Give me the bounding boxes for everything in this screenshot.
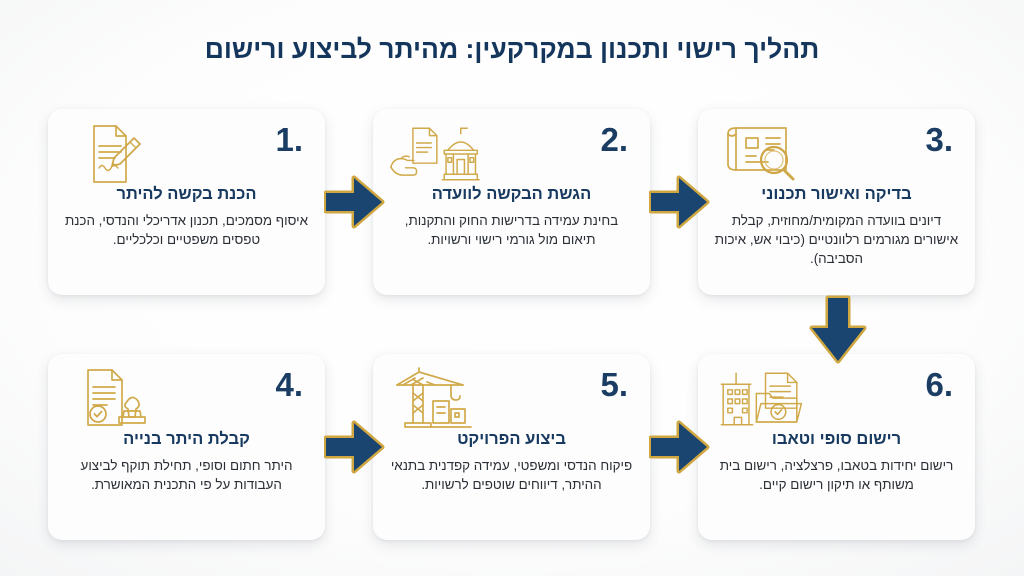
- arrow-step4-to-step5: [324, 416, 386, 478]
- step-card-4: 4. קבלת היתר בנייה היתר חתום וסופי, תחיל…: [48, 354, 325, 540]
- arrow-step3-to-step6: [802, 295, 874, 367]
- arrow-step5-to-step6: [649, 416, 711, 478]
- document-pen-icon: [64, 120, 156, 188]
- step-title-6: רישום סופי וטאבו: [771, 430, 902, 448]
- step-body-3: דיונים בוועדה המקומית/מחוזית, קבלת אישור…: [714, 213, 959, 267]
- step-title-1: הכנת בקשה להיתר: [116, 185, 257, 203]
- step-title-3: בדיקה ואישור תכנוני: [761, 185, 912, 203]
- step-body-6: רישום יחידות בטאבו, פרצלציה, רישום בית מ…: [719, 458, 954, 493]
- page-title: תהליך רישוי ותכנון במקרקעין: מהיתר לביצו…: [204, 34, 820, 64]
- step-number-1: 1.: [275, 121, 303, 158]
- step-card-2: 2. הגשת הב: [373, 109, 650, 295]
- step-body-1: איסוף מסמכים, תכנון אדריכלי והנדסי, הכנת…: [64, 213, 309, 248]
- step-card-6: 6. רישום ס: [698, 354, 975, 540]
- arrow-step1-to-step2: [324, 171, 386, 233]
- step-card-3: 3. בדיקה ואישור תכנוני דיונים בוועדה המק…: [698, 109, 975, 295]
- step-number-6: 6.: [925, 366, 953, 403]
- hand-document-government-icon: [389, 120, 481, 188]
- step-body-5: פיקוח הנדסי ומשפטי, עמידה קפדנית בתנאי ה…: [390, 458, 633, 493]
- step-body-2: בחינת עמידה בדרישות החוק והתקנות, תיאום …: [404, 213, 619, 248]
- step-card-1: 1. הכנת בקשה להיתר איסוף מסמכים, תכנון א…: [48, 109, 325, 295]
- construction-crane-icon: [389, 365, 481, 433]
- step-number-2: 2.: [600, 121, 628, 158]
- step-number-5: 5.: [600, 366, 628, 403]
- step-title-2: הגשת הבקשה לוועדה: [431, 185, 592, 203]
- step-number-3: 3.: [925, 121, 953, 158]
- certificate-stamp-icon: [64, 365, 156, 433]
- blueprint-magnifier-icon: [714, 120, 806, 188]
- step-title-5: ביצוע הפרויקט: [457, 430, 566, 448]
- step-body-4: היתר חתום וסופי, תחילת תוקף לביצוע העבוד…: [80, 458, 293, 493]
- arrow-step2-to-step3: [649, 171, 711, 233]
- step-card-5: 5. ביצוע הפרויקט פיקוח הנדסי ומשפטי, עמי…: [373, 354, 650, 540]
- step-title-4: קבלת היתר בנייה: [123, 430, 250, 448]
- building-folder-check-icon: [714, 365, 806, 433]
- step-number-4: 4.: [275, 366, 303, 403]
